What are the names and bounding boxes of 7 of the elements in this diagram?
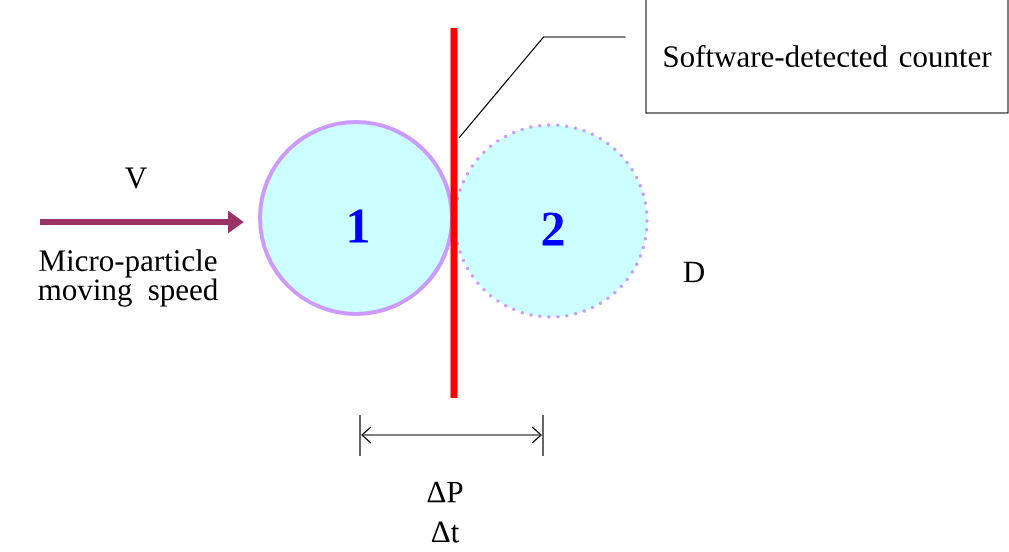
dimension-label: Δt <box>431 521 460 543</box>
variable-label: D <box>683 261 704 283</box>
caption-label: Micro-particle moving speed <box>38 249 218 307</box>
counter-box: Software-detected counter <box>645 0 1009 114</box>
dimension-label: ΔP <box>427 481 463 503</box>
leader-line <box>458 36 627 139</box>
variable-label: V <box>125 167 147 189</box>
